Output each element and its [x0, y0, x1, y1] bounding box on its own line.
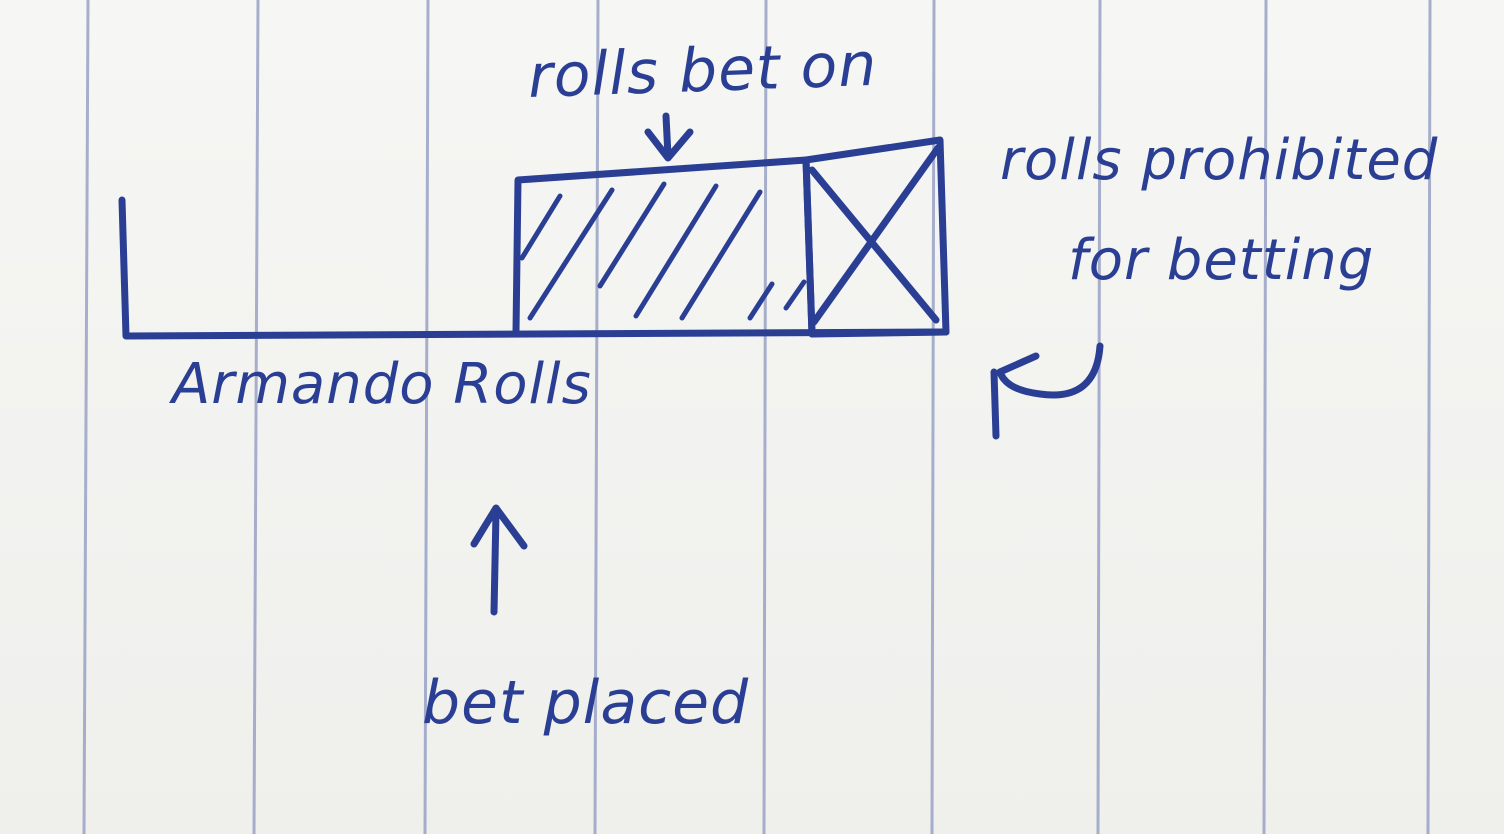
label-armando-rolls: Armando Rolls	[172, 352, 592, 417]
ruled-line	[423, 0, 430, 834]
ruled-line	[252, 0, 260, 834]
label-rolls-bet-on: rolls bet on	[526, 29, 879, 112]
ruled-line	[593, 0, 600, 834]
ruled-line	[1426, 0, 1432, 834]
label-bet-placed: bet placed	[422, 668, 750, 738]
ruled-line	[1096, 0, 1102, 834]
bet-box-hatching	[519, 181, 807, 321]
prohibited-cross-b	[808, 166, 940, 324]
label-rolls-prohibited: rolls prohibited	[1000, 128, 1439, 193]
prohibited-box	[802, 136, 950, 338]
arrow-prohibited	[990, 342, 1104, 440]
prohibited-cross-a	[810, 144, 942, 326]
timeline-axis	[118, 196, 950, 340]
ruled-line	[1262, 0, 1268, 834]
arrow-bet-placed	[470, 504, 528, 616]
arrow-rolls-bet-on	[644, 112, 694, 162]
ruled-line	[762, 0, 768, 834]
ruled-line	[82, 0, 90, 834]
label-for-betting: for betting	[1068, 228, 1375, 293]
